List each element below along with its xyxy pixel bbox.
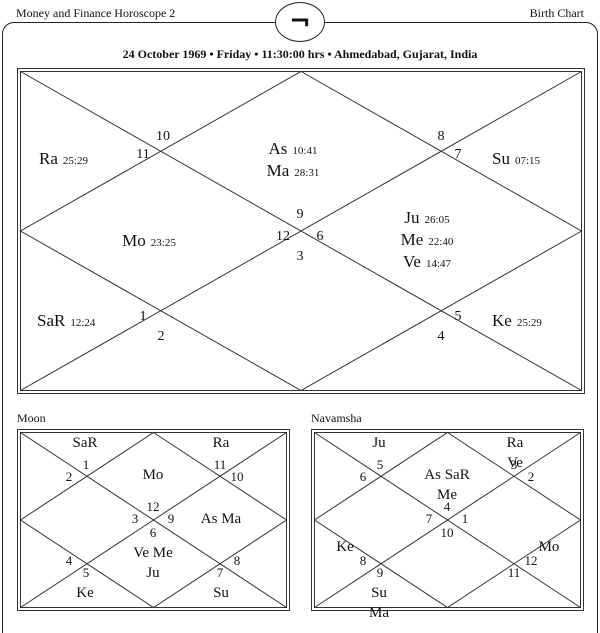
house-number: 2 (66, 469, 73, 484)
planet-label: Mo (539, 539, 560, 555)
moon-chart-title: Moon (17, 411, 46, 425)
planet-entry: Me 22:40 (401, 230, 454, 249)
planet-entry: As 10:41 (269, 139, 318, 158)
planet-label: Su (213, 585, 229, 601)
logo-emblem: ¬ (275, 2, 325, 42)
planet-name: Me (401, 230, 424, 249)
house-number: 11 (508, 565, 521, 580)
planet-label: Ve (507, 455, 523, 471)
house-number: 2 (158, 329, 165, 344)
planet-label: Ma (369, 605, 389, 621)
planet-degree: 23:25 (151, 237, 177, 249)
navamsha-chart-title: Navamsha (311, 411, 362, 425)
house-number: 1 (462, 511, 469, 526)
house-number: 8 (360, 553, 367, 568)
planet-entry: Ma 28:31 (267, 161, 320, 180)
chart-type-label: Birth Chart (529, 6, 584, 20)
planet-entry: SaR 12:24 (37, 311, 96, 330)
planet-label: SaR (72, 435, 97, 451)
planet-label: As SaR (424, 467, 469, 483)
house-number: 12 (525, 553, 538, 568)
planet-name: Mo (122, 231, 146, 250)
planet-name: SaR (37, 311, 66, 330)
logo-glyph: ¬ (289, 7, 311, 37)
house-number: 10 (156, 129, 170, 144)
house-number: 6 (150, 525, 157, 540)
house-number: 12 (276, 229, 290, 244)
planet-degree: 26:05 (425, 214, 451, 226)
planet-entry: Ke 25:29 (492, 311, 542, 330)
birth-details: 24 October 1969 • Friday • 11:30:00 hrs … (122, 47, 478, 61)
house-number: 10 (231, 469, 244, 484)
house-number: 1 (140, 309, 147, 324)
planet-entry: Ve 14:47 (403, 252, 452, 271)
house-number: 9 (168, 511, 175, 526)
planet-label: Ke (76, 585, 94, 601)
house-number: 5 (455, 309, 462, 324)
chart-lines (311, 429, 584, 611)
house-number: 4 (66, 553, 73, 568)
planet-label: Ve Me (133, 545, 173, 561)
house-number: 9 (297, 207, 304, 222)
house-number: 3 (511, 457, 518, 472)
planet-degree: 25:29 (517, 317, 543, 329)
planet-label: Su (371, 585, 387, 601)
planet-entry: Ju 26:05 (404, 208, 450, 227)
planet-degree: 25:29 (63, 155, 89, 167)
house-number: 7 (455, 147, 462, 162)
planet-name: Ma (267, 161, 290, 180)
chart-lines (17, 68, 585, 394)
planet-name: Ke (492, 311, 512, 330)
house-number: 10 (441, 525, 454, 540)
planet-name: As (269, 139, 288, 158)
planet-entry: Ra 25:29 (39, 149, 88, 168)
planet-name: Ju (404, 208, 420, 227)
planet-entry: Su 07:15 (492, 149, 541, 168)
planet-name: Ve (403, 252, 421, 271)
house-number: 7 (426, 511, 433, 526)
planet-degree: 22:40 (428, 236, 454, 248)
house-number: 4 (444, 499, 451, 514)
planet-label: Ra (507, 435, 524, 451)
house-number: 6 (317, 229, 324, 244)
planet-degree: 07:15 (515, 155, 541, 167)
house-number: 7 (217, 565, 224, 580)
house-number: 12 (147, 499, 160, 514)
house-number: 4 (438, 329, 445, 344)
house-number: 3 (297, 249, 304, 264)
planet-label: Ju (146, 565, 160, 581)
planet-degree: 12:24 (70, 317, 96, 329)
planet-degree: 10:41 (292, 145, 317, 157)
house-number: 8 (438, 129, 445, 144)
house-number: 11 (214, 457, 227, 472)
house-number: 5 (83, 565, 90, 580)
planet-label: Ju (372, 435, 386, 451)
house-number: 11 (136, 147, 149, 162)
planet-label: Mo (143, 467, 164, 483)
house-number: 1 (83, 457, 90, 472)
planet-label: Ra (213, 435, 230, 451)
chart-lines (17, 429, 290, 611)
planet-label: As Ma (201, 511, 242, 527)
planet-name: Su (492, 149, 510, 168)
planet-degree: 14:47 (426, 258, 452, 270)
house-number: 9 (377, 565, 384, 580)
report-title: Money and Finance Horoscope 2 (16, 6, 176, 20)
planet-degree: 28:31 (294, 167, 319, 179)
house-number: 5 (377, 457, 384, 472)
planet-label: Ke (336, 539, 354, 555)
house-number: 6 (360, 469, 367, 484)
planet-entry: Mo 23:25 (122, 231, 176, 250)
planet-label: Me (437, 487, 457, 503)
house-number: 2 (528, 469, 535, 484)
house-number: 8 (234, 553, 241, 568)
planet-name: Ra (39, 149, 58, 168)
house-number: 3 (132, 511, 139, 526)
